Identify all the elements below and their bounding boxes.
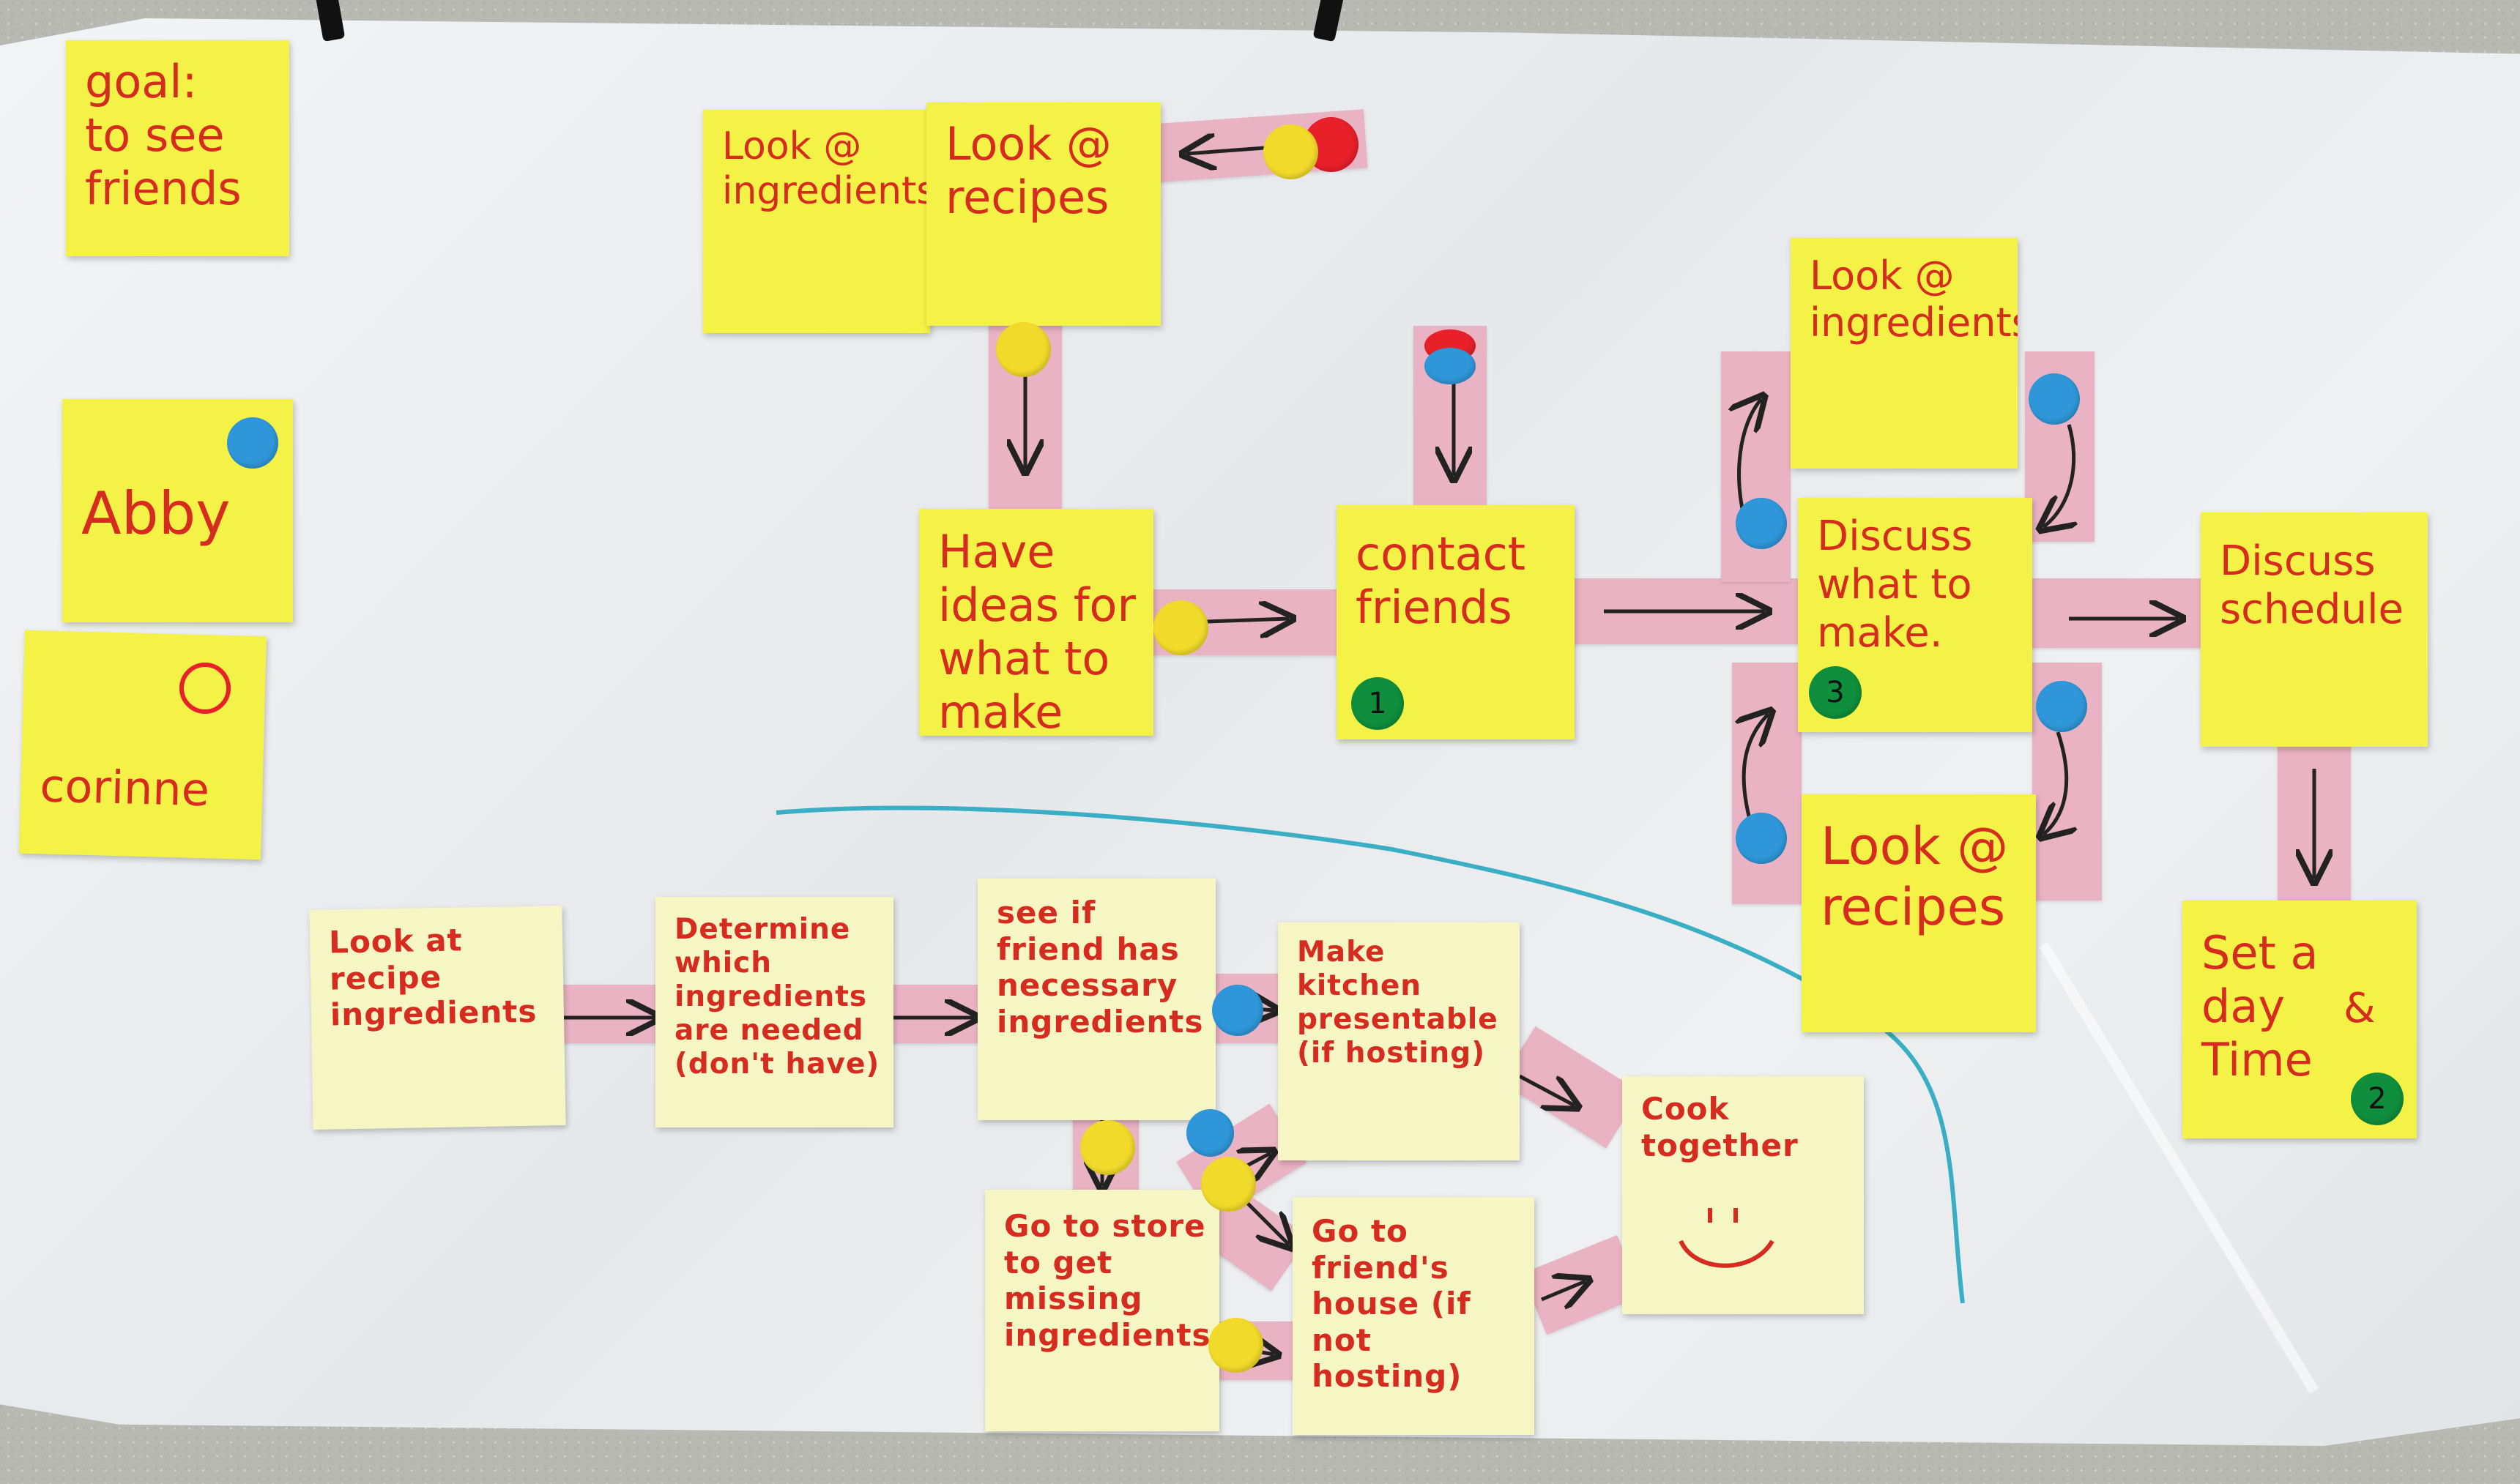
sticky-note-go-friends: Go to friend's house (if not hosting) [1293, 1197, 1534, 1435]
yellow-dot-sticker [1208, 1318, 1263, 1373]
blue-dot-sticker [2029, 373, 2080, 425]
note-text: Set a day Time [2201, 926, 2319, 1087]
sticky-note-look-ingredients-top: Look @ ingredients [703, 110, 930, 333]
note-text: Discuss what to make. [1817, 512, 1973, 657]
sticky-note-discuss-schedule: Discuss schedule [2201, 512, 2428, 747]
note-text: Abby [81, 480, 231, 548]
note-text: Determine which ingredients are needed (… [674, 913, 880, 1081]
note-text: Look @ ingredients [722, 124, 930, 214]
connector-strip [546, 985, 670, 1043]
note-text: Go to friend's house (if not hosting) [1312, 1213, 1471, 1395]
yellow-dot-sticker [1263, 124, 1318, 179]
note-text: Go to store to get missing ingredients [1004, 1208, 1211, 1353]
yellow-dot-sticker [1153, 600, 1208, 655]
connector-strip [1732, 663, 1802, 904]
note-text: see if friend has necessary ingredients [997, 895, 1204, 1040]
note-text: Cook together [1641, 1091, 1799, 1163]
yellow-dot-sticker [1080, 1120, 1135, 1175]
sticky-note-look-recipes-right: Look @ recipes [1802, 794, 2036, 1032]
note-text: corinne [39, 758, 210, 817]
sticky-note-discuss-what: Discuss what to make. [1798, 498, 2032, 732]
green-number-dot: 3 [1809, 666, 1862, 719]
sticky-note-have-ideas: Have ideas for what to make [919, 509, 1153, 736]
green-number-dot: 2 [2351, 1073, 2404, 1125]
yellow-dot-sticker [1201, 1157, 1256, 1212]
sticky-note-look-recipes-top: Look @ recipes [926, 102, 1161, 326]
blue-dot-sticker [227, 417, 278, 469]
note-text: Discuss schedule [2220, 537, 2404, 634]
red-circle-mark [179, 663, 231, 714]
connector-strip [2010, 578, 2204, 648]
sticky-note-look-recipe-ingredients: Look at recipe ingredients [309, 906, 566, 1130]
sticky-note-determine: Determine which ingredients are needed (… [655, 897, 893, 1127]
ampersand: & [2344, 985, 2376, 1032]
blue-dot-sticker [1424, 348, 1476, 384]
note-text: Look @ recipes [1821, 816, 2009, 937]
note-text: contact friends [1356, 527, 1526, 635]
sticky-note-go-store: Go to store to get missing ingredients [985, 1190, 1219, 1431]
blue-dot-sticker [1186, 1109, 1234, 1157]
blue-dot-sticker [1736, 498, 1787, 549]
note-text: Look @ recipes [945, 117, 1112, 225]
green-number-dot: 1 [1351, 677, 1404, 730]
note-text: Look at recipe ingredients [328, 922, 538, 1033]
sticky-note-make-kitchen: Make kitchen presentable (if hosting) [1278, 922, 1520, 1160]
sticky-note-corinne: corinne [19, 630, 267, 860]
yellow-dot-sticker [996, 322, 1051, 377]
note-text: goal: to see friends [85, 55, 242, 216]
blue-dot-sticker [1736, 813, 1787, 864]
blue-dot-sticker [2036, 681, 2087, 732]
sticky-note-look-ingredients-right: Look @ ingredients [1791, 238, 2018, 469]
smiley-face-icon [1679, 1208, 1774, 1268]
sticky-note-cook-together: Cook together [1622, 1076, 1864, 1314]
blue-dot-sticker [1212, 985, 1263, 1036]
connector-strip [882, 985, 989, 1043]
connector-strip [2278, 743, 2351, 901]
connector-strip [1571, 578, 1802, 644]
note-text: Have ideas for what to make [938, 525, 1136, 736]
sticky-note-goal: goal: to see friends [66, 40, 289, 256]
sticky-note-see-if-friend: see if friend has necessary ingredients [978, 879, 1216, 1120]
note-text: Make kitchen presentable (if hosting) [1297, 936, 1498, 1070]
note-text: Look @ ingredients [1810, 253, 2018, 346]
